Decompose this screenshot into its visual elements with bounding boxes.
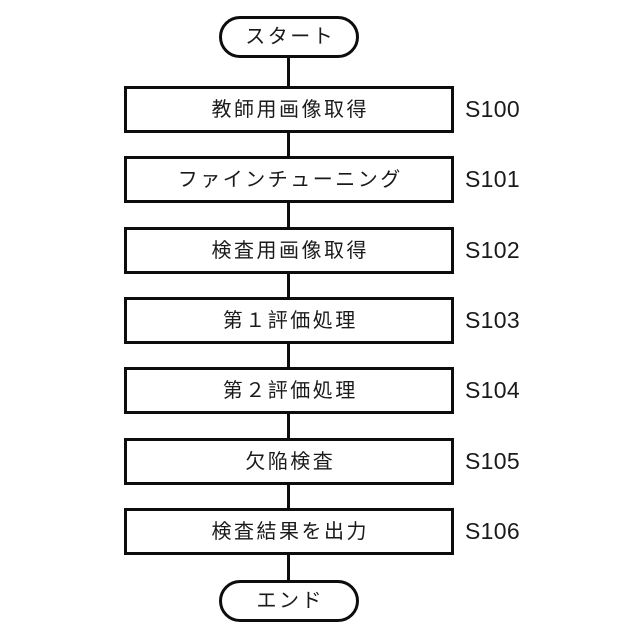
process-node-s104: 第２評価処理 [124,367,454,414]
step-ref-s100: S100 [465,96,520,122]
process-node-s101: ファインチューニング [124,156,454,203]
step-ref-s102: S102 [465,237,520,263]
connector-s100-to-s101 [287,130,290,159]
end-node: エンド [219,580,359,622]
process-node-s106: 検査結果を出力 [124,508,454,555]
process-node-s105: 欠陥検査 [124,438,454,485]
process-node-s102: 検査用画像取得 [124,227,454,274]
connector-start-to-s100 [287,55,290,89]
process-node-s105-label: 欠陥検査 [245,450,336,473]
step-ref-s103: S103 [465,307,520,333]
connector-s102-to-s103 [287,271,290,300]
connector-s106-to-end [287,552,290,583]
connector-s103-to-s104 [287,341,290,370]
process-node-s103-label: 第１評価処理 [222,309,358,332]
step-ref-s105: S105 [465,448,520,474]
start-node: スタート [219,16,359,58]
step-ref-s106: S106 [465,518,520,544]
process-node-s101-label: ファインチューニング [177,168,403,191]
process-node-s100-label: 教師用画像取得 [211,98,369,121]
step-ref-s104: S104 [465,377,520,403]
start-node-label: スタート [245,26,336,48]
connector-s104-to-s105 [287,411,290,441]
connector-s101-to-s102 [287,200,290,230]
end-node-label: エンド [256,590,324,612]
process-node-s104-label: 第２評価処理 [222,379,358,402]
connector-s105-to-s106 [287,482,290,511]
process-node-s106-label: 検査結果を出力 [211,520,369,543]
process-node-s102-label: 検査用画像取得 [211,239,369,262]
process-node-s100: 教師用画像取得 [124,86,454,133]
step-ref-s101: S101 [465,166,520,192]
process-node-s103: 第１評価処理 [124,297,454,344]
